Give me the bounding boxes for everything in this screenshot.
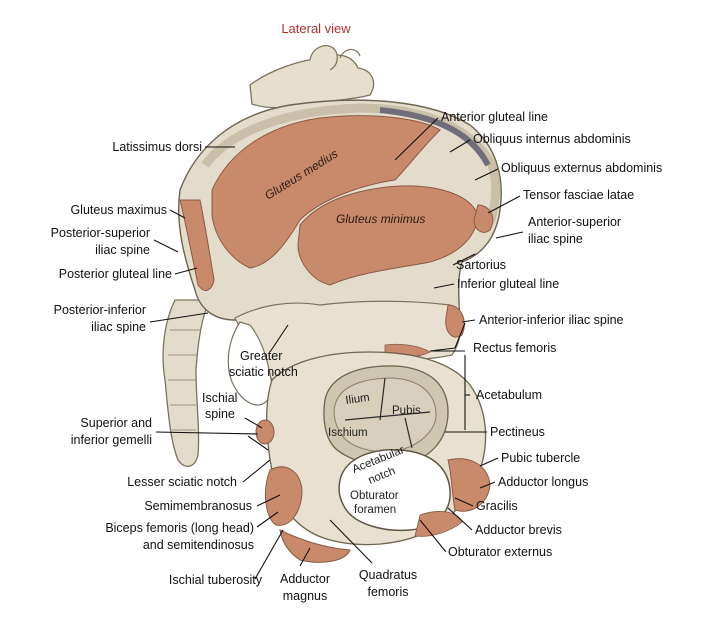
gluteus-minimus-label: Gluteus minimus [336, 212, 425, 226]
obturator-foramen-label-1: Obturator [350, 490, 399, 502]
label-quadratus-1: Quadratus [359, 568, 417, 582]
label-pubic-tubercle: Pubic tubercle [501, 451, 580, 465]
label-obliquus-internus: Obliquus internus abdominis [473, 132, 631, 146]
label-psis-2: iliac spine [95, 243, 150, 257]
label-adductor-brevis: Adductor brevis [475, 523, 562, 537]
label-ischial-tuberosity: Ischial tuberosity [169, 573, 263, 587]
label-asis-2: iliac spine [528, 232, 583, 246]
label-asis-1: Anterior-superior [528, 215, 621, 229]
label-aiis: Anterior-inferior iliac spine [479, 313, 624, 327]
gluteus-minimus-area [297, 185, 479, 286]
label-pectineus: Pectineus [490, 425, 545, 439]
label-piis-2: iliac spine [91, 320, 146, 334]
label-latissimus-dorsi: Latissimus dorsi [112, 140, 202, 154]
label-obliquus-externus: Obliquus externus abdominis [501, 161, 662, 175]
label-psis-1: Posterior-superior [51, 226, 150, 240]
gluteus-medius-area [211, 115, 441, 269]
label-ischial-spine-2: spine [205, 407, 235, 421]
label-rectus-femoris: Rectus femoris [473, 341, 556, 355]
label-anterior-gluteal-line: Anterior gluteal line [441, 110, 548, 124]
label-piis-1: Posterior-inferior [54, 303, 146, 317]
label-obturator-externus: Obturator externus [448, 545, 552, 559]
label-sartorius: Sartorius [456, 258, 506, 272]
label-inferior-gluteal-line: Inferior gluteal line [457, 277, 559, 291]
label-acetabulum: Acetabulum [476, 388, 542, 402]
label-adductor-magnus-1: Adductor [280, 572, 330, 586]
ischium-label: Ischium [328, 427, 368, 439]
ilium-label: Ilium [345, 392, 371, 407]
label-adductor-longus: Adductor longus [498, 475, 588, 489]
label-greater-sciatic-1: Greater [240, 349, 282, 363]
label-ischial-spine-1: Ischial [202, 391, 237, 405]
gluteus-maximus-area [179, 199, 215, 291]
label-quadratus-2: femoris [368, 585, 409, 599]
label-adductor-magnus-2: magnus [283, 589, 327, 603]
label-tensor-fasciae-latae: Tensor fasciae latae [523, 188, 634, 202]
label-gluteus-maximus: Gluteus maximus [70, 203, 167, 217]
label-biceps-1: Biceps femoris (long head) [105, 521, 254, 535]
label-gemelli-2: inferior gemelli [71, 433, 152, 447]
obturator-foramen-label-2: foramen [354, 504, 396, 516]
label-semimembranosus: Semimembranosus [144, 499, 252, 513]
label-lesser-sciatic-notch: Lesser sciatic notch [127, 475, 237, 489]
leader-lines [149, 117, 524, 580]
sacrum-coccyx [162, 299, 212, 467]
pubis-label: Pubis [392, 405, 421, 417]
label-greater-sciatic-2: sciatic notch [229, 365, 298, 379]
diagram-title: Lateral view [281, 21, 351, 36]
hip-bone-illustration [162, 45, 502, 563]
label-gracilis: Gracilis [476, 499, 518, 513]
label-gemelli-1: Superior and [80, 416, 152, 430]
label-posterior-gluteal-line: Posterior gluteal line [59, 267, 172, 281]
label-biceps-2: and semitendinosus [143, 538, 254, 552]
